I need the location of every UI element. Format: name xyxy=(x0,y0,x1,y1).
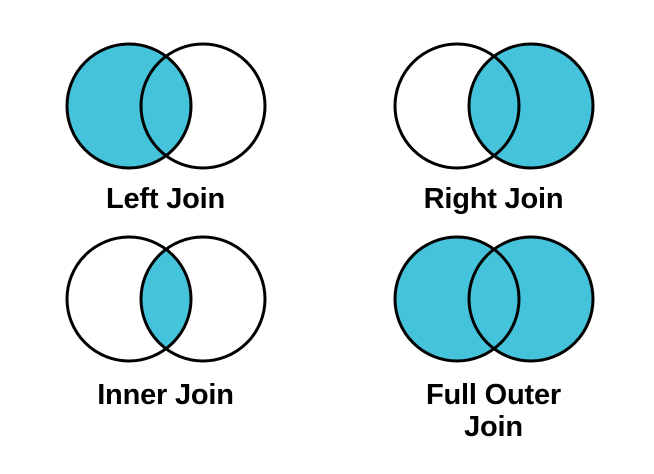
right-circle-outline-right-join xyxy=(467,42,594,170)
left-circle-outline-inner-join xyxy=(65,235,192,363)
venn-figure-inner-join xyxy=(65,235,266,363)
venn-cell-left-join: Left Join xyxy=(0,0,327,228)
intersection-region-left-join xyxy=(140,44,191,168)
venn-figure-full-outer-join xyxy=(393,235,594,363)
venn-label-right-join: Right Join xyxy=(423,183,564,215)
venn-figure-left-join xyxy=(65,42,266,170)
right-circle-outline-full-outer-join xyxy=(467,235,594,363)
venn-label-left-join: Left Join xyxy=(105,183,226,215)
venn-label-full-outer-join: Full Outer Join xyxy=(426,379,561,444)
venn-label-inner-join: Inner Join xyxy=(97,379,234,411)
right-circle-outline-inner-join xyxy=(139,235,266,363)
venn-figure-right-join xyxy=(393,42,594,170)
venn-cell-full-outer-join: Full Outer Join xyxy=(327,228,654,474)
left-circle-outline-left-join xyxy=(65,42,192,170)
intersection-region-inner-join xyxy=(140,237,191,361)
venn-cell-right-join: Right Join xyxy=(327,0,654,228)
right-circle-outline-left-join xyxy=(139,42,266,170)
left-circle-outline-right-join xyxy=(393,42,520,170)
left-circle-outline-full-outer-join xyxy=(393,235,520,363)
intersection-region-right-join xyxy=(468,44,519,168)
venn-cell-inner-join: Inner Join xyxy=(0,228,327,474)
right-circle-full-outer-join xyxy=(468,237,593,361)
